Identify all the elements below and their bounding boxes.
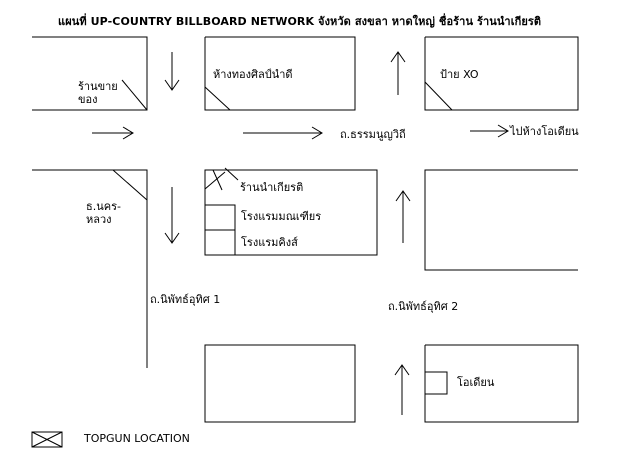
corner-diagonal (424, 81, 453, 111)
arrow-right-icon (470, 124, 509, 138)
block-bottom-center (204, 344, 356, 423)
nakhon-luang-label: ธ.นคร- หลวง (86, 200, 121, 226)
to-odean-label: ไปห้างโอเดียน (510, 125, 579, 138)
hotel-king-label: โรงแรมคิงส์ (241, 236, 298, 249)
legend-label: TOPGUN LOCATION (84, 432, 190, 445)
block-top-right (424, 36, 579, 111)
odean-box (424, 371, 448, 395)
legend-crossed-box-icon (31, 431, 63, 448)
block-right-middle (424, 169, 578, 271)
arrow-up-icon (394, 364, 410, 415)
topgun-mark (204, 171, 226, 190)
road-niphat1-label: ถ.นิพัทธ์อุทิศ 1 (150, 293, 221, 306)
topgun-mark (212, 169, 223, 191)
sign-xo-label: ป้าย XO (440, 68, 479, 81)
arrow-right-icon (243, 126, 323, 140)
shop-left-label: ร้านขาย ของ (78, 80, 118, 106)
block-top-left (32, 36, 148, 111)
arrow-up-icon (395, 190, 411, 243)
arrow-up-icon (390, 51, 406, 95)
road-niphat2-label: ถ.นิพัทธ์อุทิศ 2 (388, 300, 459, 313)
namkiat-shop-label: ร้านนำเกียรติ (240, 181, 304, 194)
arrow-down-icon (164, 52, 180, 91)
map-title: แผนที่ UP-COUNTRY BILLBOARD NETWORK จังห… (58, 15, 542, 28)
arrow-down-icon (164, 187, 180, 244)
block-top-center (204, 36, 356, 111)
block-left-middle (32, 169, 148, 368)
odean-label: โอเดียน (457, 376, 495, 389)
hotel-box (204, 229, 236, 256)
gold-shop-label: ห้างทองศิลป์นำดี (213, 68, 293, 81)
hotel-manthian-label: โรงแรมมณเฑียร (241, 210, 322, 223)
road-thammanoon-label: ถ.ธรรมนูญวิถี (340, 128, 406, 141)
block-bottom-right (424, 344, 579, 423)
hotel-box (204, 204, 236, 231)
topgun-mark (224, 167, 239, 181)
arrow-right-icon (92, 126, 134, 140)
corner-diagonal (121, 79, 148, 111)
corner-diagonal (112, 169, 148, 201)
corner-diagonal (204, 86, 231, 111)
